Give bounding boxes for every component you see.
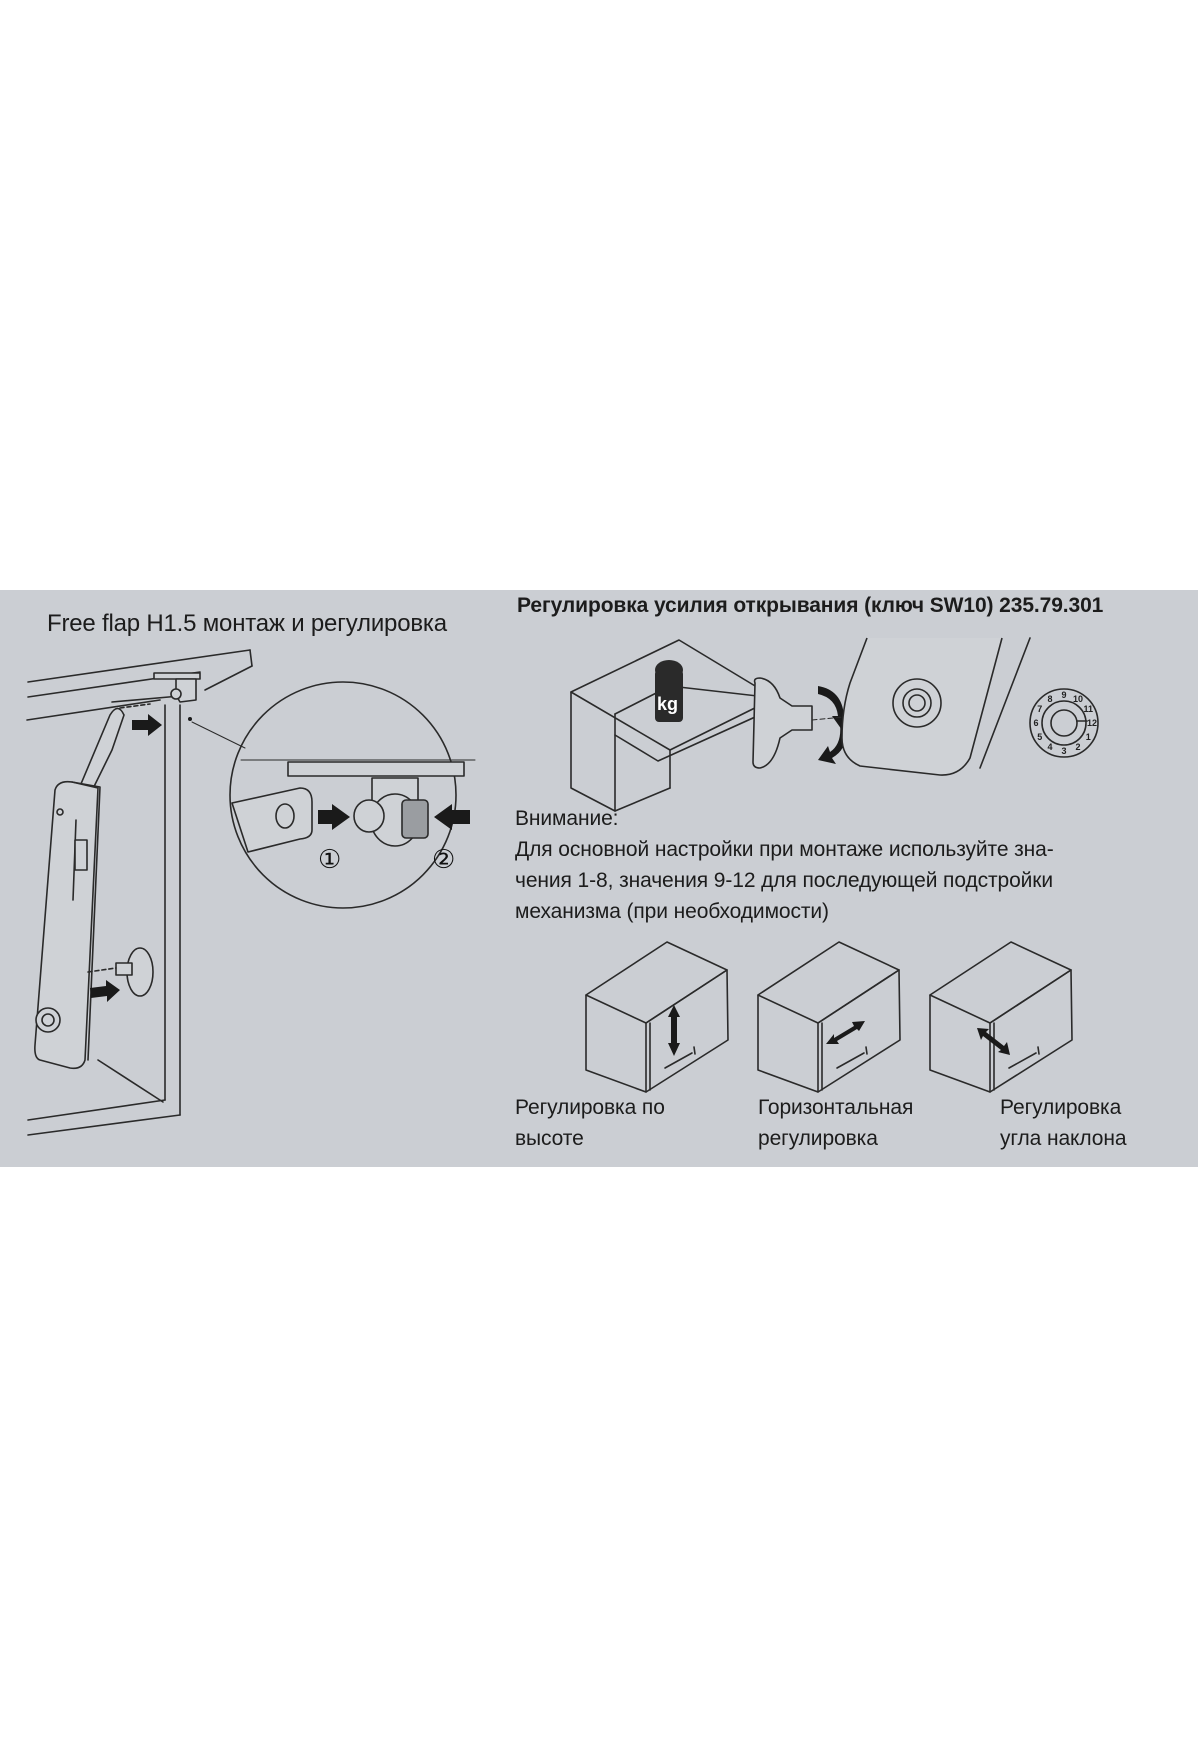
dial-number: 2 xyxy=(1075,742,1080,752)
lower-insert-arrow-icon xyxy=(90,980,120,1002)
step-1-arrow-icon xyxy=(318,804,350,830)
sw10-key-icon xyxy=(752,677,813,769)
cabinet-top-corner xyxy=(249,649,253,667)
horizontal-adjust-cabinet xyxy=(757,941,901,1093)
weight-cabinet-flap xyxy=(614,685,776,762)
top-bracket-plate xyxy=(153,672,201,680)
force-dial-hex-socket xyxy=(1050,709,1078,737)
caption-height-line-1: Регулировка по xyxy=(515,1096,665,1119)
dial-number: 10 xyxy=(1073,694,1083,704)
rotate-arrow-down-icon xyxy=(818,722,847,764)
dial-number: 5 xyxy=(1037,732,1042,742)
mounting-title: Free flap H1.5 монтаж и регулировка xyxy=(47,610,447,637)
caption-horizontal-adjust: Горизонтальная регулировка xyxy=(758,1092,913,1154)
weight-cabinet-side xyxy=(570,691,616,812)
tilt-arrow-icon xyxy=(977,1028,1010,1055)
dial-number: 7 xyxy=(1037,704,1042,714)
weight-icon xyxy=(655,670,683,722)
notice-heading: Внимание: xyxy=(515,807,619,830)
cabinet-bottom-line-2 xyxy=(27,1114,181,1136)
caption-height-adjust: Регулировка по высоте xyxy=(515,1092,665,1154)
notice-line-2: чения 1-8, значения 9-12 для последующей… xyxy=(515,869,1054,892)
notice-line-1: Для основной настройки при монтаже испол… xyxy=(515,838,1054,861)
step-2-label: ② xyxy=(432,845,455,875)
caption-tilt-line-1: Регулировка xyxy=(1000,1096,1122,1119)
lift-slot xyxy=(74,839,88,871)
detail-magnify-circle xyxy=(229,681,457,909)
panel-edge-notch xyxy=(0,1700,3,1757)
mechanism-dial-socket xyxy=(908,694,926,712)
horizontal-arrow-icon xyxy=(826,1021,865,1044)
caption-horizontal-line-2: регулировка xyxy=(758,1127,878,1150)
adjustment-cabinets-illustration xyxy=(585,941,1073,1093)
weight-top xyxy=(655,660,683,680)
mechanism-housing xyxy=(841,637,1003,776)
detail-arm-hole xyxy=(275,803,295,829)
detail-nut-sleeve xyxy=(401,799,429,839)
caption-horizontal-line-1: Горизонтальная xyxy=(758,1096,914,1119)
dial-number: 9 xyxy=(1061,690,1066,700)
lift-bottom-mount-inner xyxy=(41,1013,55,1027)
rotate-arrow-up-icon xyxy=(818,686,850,730)
mechanism-dial-outer xyxy=(892,678,942,728)
force-dial xyxy=(1029,688,1099,758)
weight-cabinet-bottom xyxy=(614,787,671,812)
force-adjustment-title: Регулировка усилия открывания (ключ SW10… xyxy=(517,594,1104,617)
dial-number: 12 xyxy=(1087,718,1097,728)
upper-insert-arrow-icon xyxy=(132,714,162,736)
cabinet-inner-line xyxy=(111,695,181,703)
dial-number: 8 xyxy=(1047,694,1052,704)
weight-label: kg xyxy=(657,694,678,714)
dial-number: 3 xyxy=(1061,746,1066,756)
cabinet-top-edge xyxy=(204,665,253,691)
tilt-adjust-cabinet xyxy=(929,941,1073,1093)
cabinet-top-line-3 xyxy=(26,699,161,721)
notice-block: Внимание: Для основной настройки при мон… xyxy=(515,803,1195,927)
caption-tilt-line-2: угла наклона xyxy=(1000,1127,1127,1150)
detail-lift-arm xyxy=(231,787,313,853)
caption-tilt-adjust: Регулировка угла наклона xyxy=(1000,1092,1127,1154)
step-1-label: ① xyxy=(318,845,341,875)
step-2-arrow-icon xyxy=(434,804,470,830)
mechanism-dial-inner xyxy=(902,688,932,718)
detail-leader-line xyxy=(191,721,246,749)
cabinet-bottom-line-1 xyxy=(27,1099,166,1121)
bottom-diagonal xyxy=(97,1059,164,1103)
dial-number: 6 xyxy=(1033,718,1038,728)
dial-number: 11 xyxy=(1083,704,1093,714)
height-adjust-cabinet xyxy=(585,941,729,1093)
dial-number: 4 xyxy=(1047,742,1052,752)
lift-bottom-mount xyxy=(35,1007,61,1033)
notice-line-3: механизма (при необходимости) xyxy=(515,900,829,923)
vertical-arrow-icon xyxy=(668,1005,680,1056)
upper-dash-guide xyxy=(119,703,151,709)
dial-number: 1 xyxy=(1086,732,1091,742)
top-bracket-pin xyxy=(170,688,182,700)
lift-screw-hole xyxy=(56,808,64,816)
caption-height-line-2: высоте xyxy=(515,1127,584,1150)
detail-marker-dot xyxy=(188,717,192,721)
cabinet-top-line-1 xyxy=(27,649,251,683)
lift-mechanism-illustration: ① ② xyxy=(26,649,476,1136)
instruction-panel: Free flap H1.5 монтаж и регулировка Регу… xyxy=(0,590,1198,1757)
detail-pin xyxy=(353,799,385,833)
lower-dash-guide xyxy=(87,967,117,973)
lower-bracket-pin xyxy=(115,962,133,976)
detail-bracket-plate xyxy=(287,761,465,777)
mechanism-arm-line xyxy=(979,637,1031,769)
force-dial-ring xyxy=(1041,700,1087,746)
lift-body-edge xyxy=(71,781,101,1061)
